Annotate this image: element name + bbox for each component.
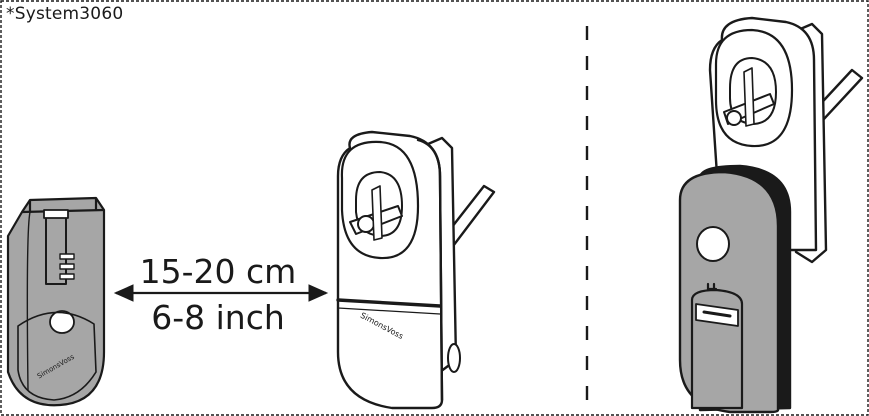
knob-with-cover — [678, 16, 864, 414]
distance-inch-label: 6-8 inch — [151, 298, 285, 337]
lock-cylinder-knob: SimonsVoss — [336, 130, 496, 410]
distance-cm-label: 15-20 cm — [139, 252, 297, 291]
system-label: *System3060 — [6, 4, 124, 24]
programming-device: SimonsVoss — [6, 196, 106, 407]
